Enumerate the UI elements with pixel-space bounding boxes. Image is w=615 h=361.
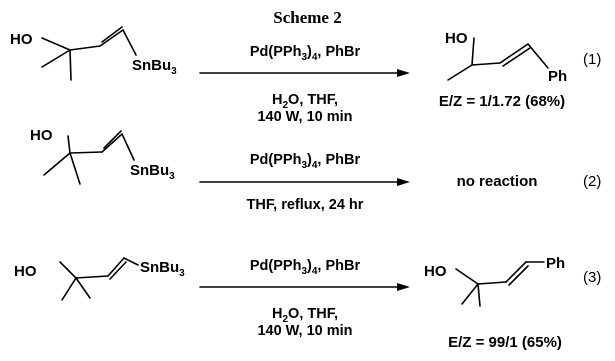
r1-product-bonds [447,37,549,81]
r2-equation-number: (2) [583,173,601,190]
r2-conditions: THF, reflux, 24 hr [247,197,364,213]
r1-reagents: Pd(PPh3)4, PhBr [250,44,361,63]
r1-equation-number: (1) [583,51,601,68]
r3-starting-material-bonds [59,257,139,301]
r1-starting-material-bonds [41,26,137,81]
r1-conditions-line2: 140 W, 10 min [257,109,352,125]
r3-stannyl-label: SnBu3 [140,259,185,279]
r2-hydroxyl-label: HO [30,127,53,144]
r2-result: no reaction [457,173,538,190]
r3-equation-number: (3) [583,269,601,286]
arrow-head-2 [397,178,410,186]
r3-conditions-line2: 140 W, 10 min [257,323,352,339]
r3-product-bonds [455,261,545,307]
r2-starting-material-bonds [43,130,135,185]
r1-product-hydroxyl-label: HO [445,30,468,47]
r1-product-phenyl-label: Ph [548,68,567,85]
r3-product-hydroxyl-label: HO [424,263,447,280]
arrow-head-1 [397,69,410,77]
scheme-title: Scheme 2 [273,8,342,27]
r2-stannyl-label: SnBu3 [130,162,175,182]
arrow-head-3 [397,283,410,291]
r3-product-phenyl-label: Ph [546,255,565,272]
r3-result: E/Z = 99/1 (65%) [448,334,562,351]
r3-hydroxyl-label: HO [14,263,37,280]
r3-conditions-line1: H2O, THF, [272,306,338,325]
r1-conditions-line1: H2O, THF, [272,92,338,111]
r1-hydroxyl-label: HO [10,31,33,48]
r1-result: E/Z = 1/1.72 (68%) [439,93,565,110]
r3-reagents: Pd(PPh3)4, PhBr [250,258,361,277]
r2-reagents: Pd(PPh3)4, PhBr [250,152,361,171]
r1-stannyl-label: SnBu3 [132,57,177,77]
